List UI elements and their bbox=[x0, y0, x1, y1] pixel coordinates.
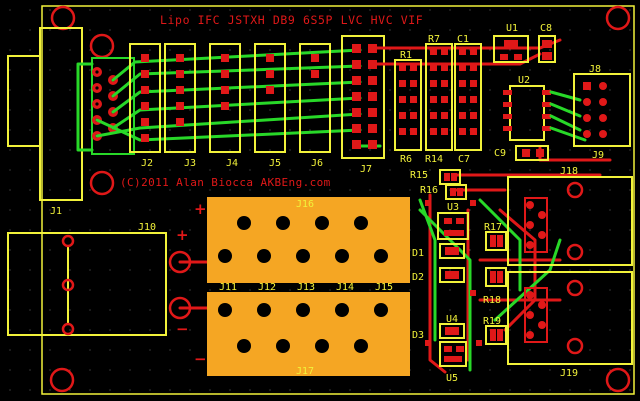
minus-sign-j17: − bbox=[194, 350, 207, 368]
label-j8: J8 bbox=[589, 64, 601, 75]
label-j2: J2 bbox=[141, 158, 153, 169]
ic-u2: U2 C9 bbox=[494, 75, 587, 161]
bus-block-j17: J17 bbox=[207, 292, 410, 377]
board-title: Lipo IFC JSTXH DB9 6S5P LVC HVC VIF bbox=[160, 13, 423, 27]
label-j6: J6 bbox=[311, 158, 323, 169]
label-d2: D2 bbox=[412, 272, 424, 283]
label-j12: J12 bbox=[258, 282, 276, 293]
label-j13: J13 bbox=[297, 282, 315, 293]
label-c9: C9 bbox=[494, 148, 506, 159]
minus-sign-j10: − bbox=[176, 320, 189, 338]
label-j3: J3 bbox=[184, 158, 196, 169]
label-u1: U1 bbox=[506, 23, 518, 34]
label-r14: R14 bbox=[425, 154, 443, 165]
label-j19: J19 bbox=[560, 368, 578, 379]
jack-j19: J19 bbox=[507, 271, 633, 379]
label-j9: J9 bbox=[592, 150, 604, 161]
mounting-hole-bottom-right bbox=[605, 367, 631, 393]
mounting-hole-top-right bbox=[605, 5, 631, 31]
label-u5: U5 bbox=[446, 373, 458, 384]
jack-j18: J18 bbox=[507, 166, 633, 266]
label-j15: J15 bbox=[375, 282, 393, 293]
label-u4: U4 bbox=[446, 314, 458, 325]
regulator-u1: U1 C8 bbox=[493, 23, 556, 63]
connector-j10: J10 bbox=[7, 222, 167, 336]
label-c8: C8 bbox=[540, 23, 552, 34]
mounting-hole-bottom-left bbox=[49, 367, 75, 393]
label-r1: R1 bbox=[400, 50, 412, 61]
label-r7: R7 bbox=[428, 34, 440, 45]
label-j7: J7 bbox=[360, 164, 372, 175]
label-u3: U3 bbox=[447, 202, 459, 213]
label-d3: D3 bbox=[412, 330, 424, 341]
plus-sign-j10: + bbox=[176, 226, 189, 244]
connector-j8-j9: J8 J9 bbox=[573, 64, 631, 161]
label-j16: J16 bbox=[296, 199, 314, 210]
bus-labels: J11 J12 J13 J14 J15 bbox=[219, 282, 393, 293]
connector-j7: J7 bbox=[341, 35, 385, 175]
label-u2: U2 bbox=[518, 75, 530, 86]
label-j10: J10 bbox=[138, 222, 156, 233]
resistor-array: R1 R7 C1 R6 R14 C7 bbox=[394, 34, 482, 165]
connectors-j2-j6: J2 J3 J4 J5 J6 bbox=[129, 43, 331, 169]
label-r19: R19 bbox=[483, 316, 501, 327]
label-r16: R16 bbox=[420, 185, 438, 196]
label-j4: J4 bbox=[226, 158, 238, 169]
label-d1: D1 bbox=[412, 248, 424, 259]
label-c1: C1 bbox=[457, 34, 469, 45]
label-j5: J5 bbox=[269, 158, 281, 169]
power-terminals: + − + − bbox=[168, 200, 207, 368]
label-r18: R18 bbox=[483, 295, 501, 306]
label-r17: R17 bbox=[484, 222, 502, 233]
label-r6: R6 bbox=[400, 154, 412, 165]
label-r15: R15 bbox=[410, 170, 428, 181]
label-j11: J11 bbox=[219, 282, 237, 293]
label-j1: J1 bbox=[50, 206, 62, 217]
protection-circuit: R15 R16 U3 D1 D2 R17 R18 R19 D3 U4 U5 bbox=[410, 169, 562, 384]
plus-sign-j16: + bbox=[194, 200, 207, 218]
bus-block-j16: J16 bbox=[207, 197, 410, 283]
board-credit: (C)2011 Alan Biocca AKBEng.com bbox=[120, 176, 331, 189]
label-j17: J17 bbox=[296, 366, 314, 377]
label-j18: J18 bbox=[560, 166, 578, 177]
label-j14: J14 bbox=[336, 282, 354, 293]
label-c7: C7 bbox=[458, 154, 470, 165]
